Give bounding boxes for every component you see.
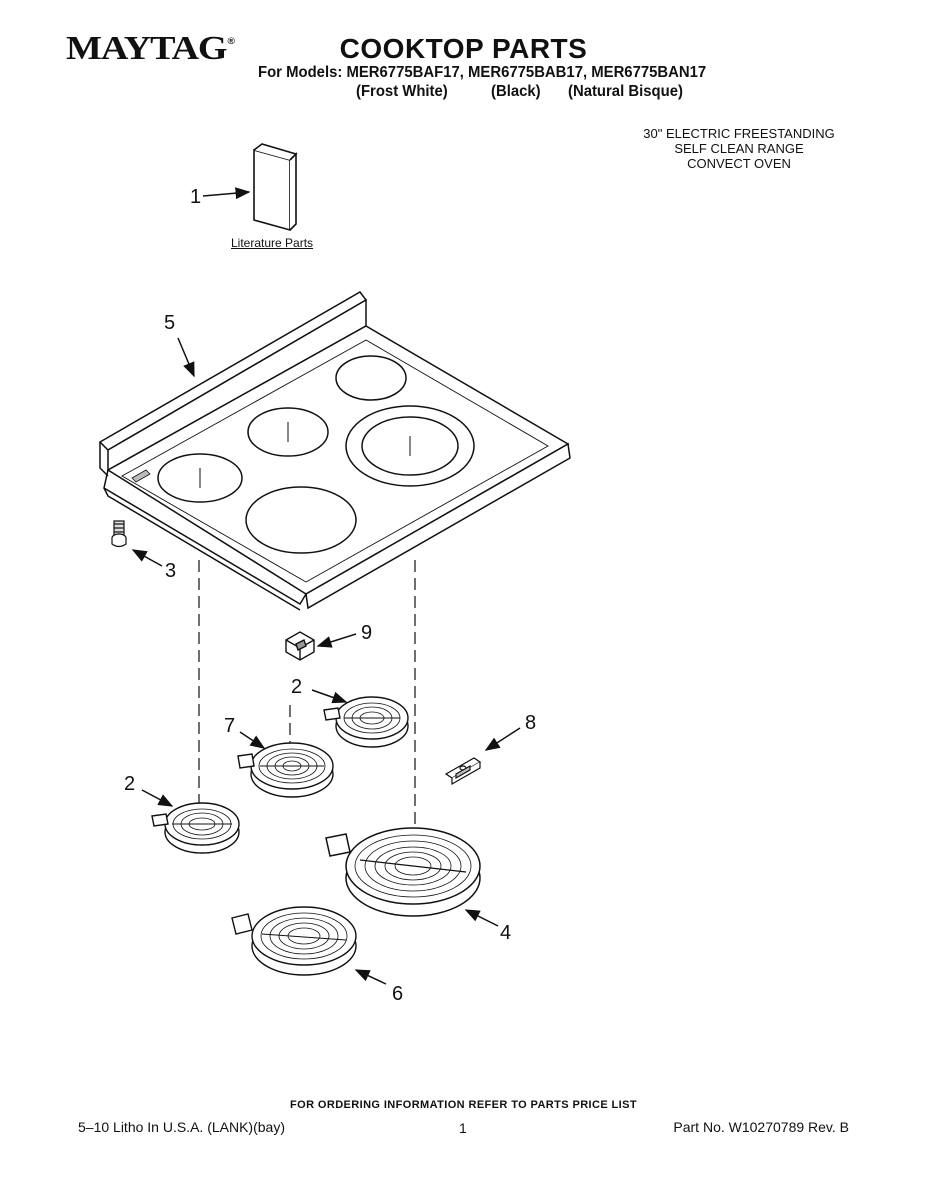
callout-9: 9	[361, 622, 373, 644]
surface-element-4	[325, 827, 481, 917]
color-natural-bisque: (Natural Bisque)	[568, 83, 683, 100]
part-number: Part No. W10270789 Rev. B	[673, 1119, 849, 1135]
callout-5: 5	[164, 312, 176, 334]
page-number: 1	[459, 1120, 467, 1136]
description-line: SELF CLEAN RANGE	[674, 141, 804, 156]
litho-info: 5–10 Litho In U.S.A. (LANK)(bay)	[78, 1119, 285, 1135]
literature-booklet	[253, 143, 298, 232]
maytag-logo: MAYTAG®	[66, 30, 235, 68]
leader-2-lower	[141, 789, 174, 807]
callout-6: 6	[392, 983, 404, 1005]
range-description: 30" ELECTRIC FREESTANDING SELF CLEAN RAN…	[629, 126, 849, 171]
page-title: COOKTOP PARTS	[339, 33, 588, 64]
callout-1: 1	[190, 186, 202, 208]
leader-6	[354, 969, 387, 985]
description-line: 30" ELECTRIC FREESTANDING	[643, 126, 835, 141]
callout-2-lower: 2	[124, 773, 136, 795]
surface-element-7	[237, 742, 334, 798]
registered-mark: ®	[227, 36, 235, 46]
leader-8	[484, 727, 521, 751]
cooktop-glass	[98, 291, 571, 611]
leader-1	[202, 187, 251, 200]
leader-3	[131, 549, 163, 567]
surface-element-2-upper	[323, 696, 409, 748]
leader-9	[316, 633, 357, 648]
callout-3: 3	[165, 560, 177, 582]
callout-8: 8	[525, 712, 537, 734]
color-black: (Black)	[491, 83, 541, 100]
screw-stud	[111, 520, 127, 548]
brand-text: MAYTAG	[66, 30, 228, 67]
surface-element-6	[231, 906, 357, 976]
models-line: For Models: MER6775BAF17, MER6775BAB17, …	[258, 64, 707, 81]
literature-parts-label: Literature Parts	[231, 236, 314, 250]
leader-5	[177, 337, 195, 378]
ordering-info: FOR ORDERING INFORMATION REFER TO PARTS …	[290, 1099, 637, 1111]
callout-7: 7	[224, 715, 236, 737]
callout-2-upper: 2	[291, 676, 303, 698]
surface-element-2-lower	[151, 802, 240, 854]
callout-4: 4	[500, 922, 512, 944]
mounting-bracket	[444, 757, 482, 786]
leader-2-upper	[311, 689, 348, 704]
leader-4	[464, 909, 499, 927]
color-frost-white: (Frost White)	[356, 83, 448, 100]
leader-7	[239, 731, 266, 749]
bracket-clip	[285, 631, 315, 661]
description-line: CONVECT OVEN	[687, 156, 791, 171]
